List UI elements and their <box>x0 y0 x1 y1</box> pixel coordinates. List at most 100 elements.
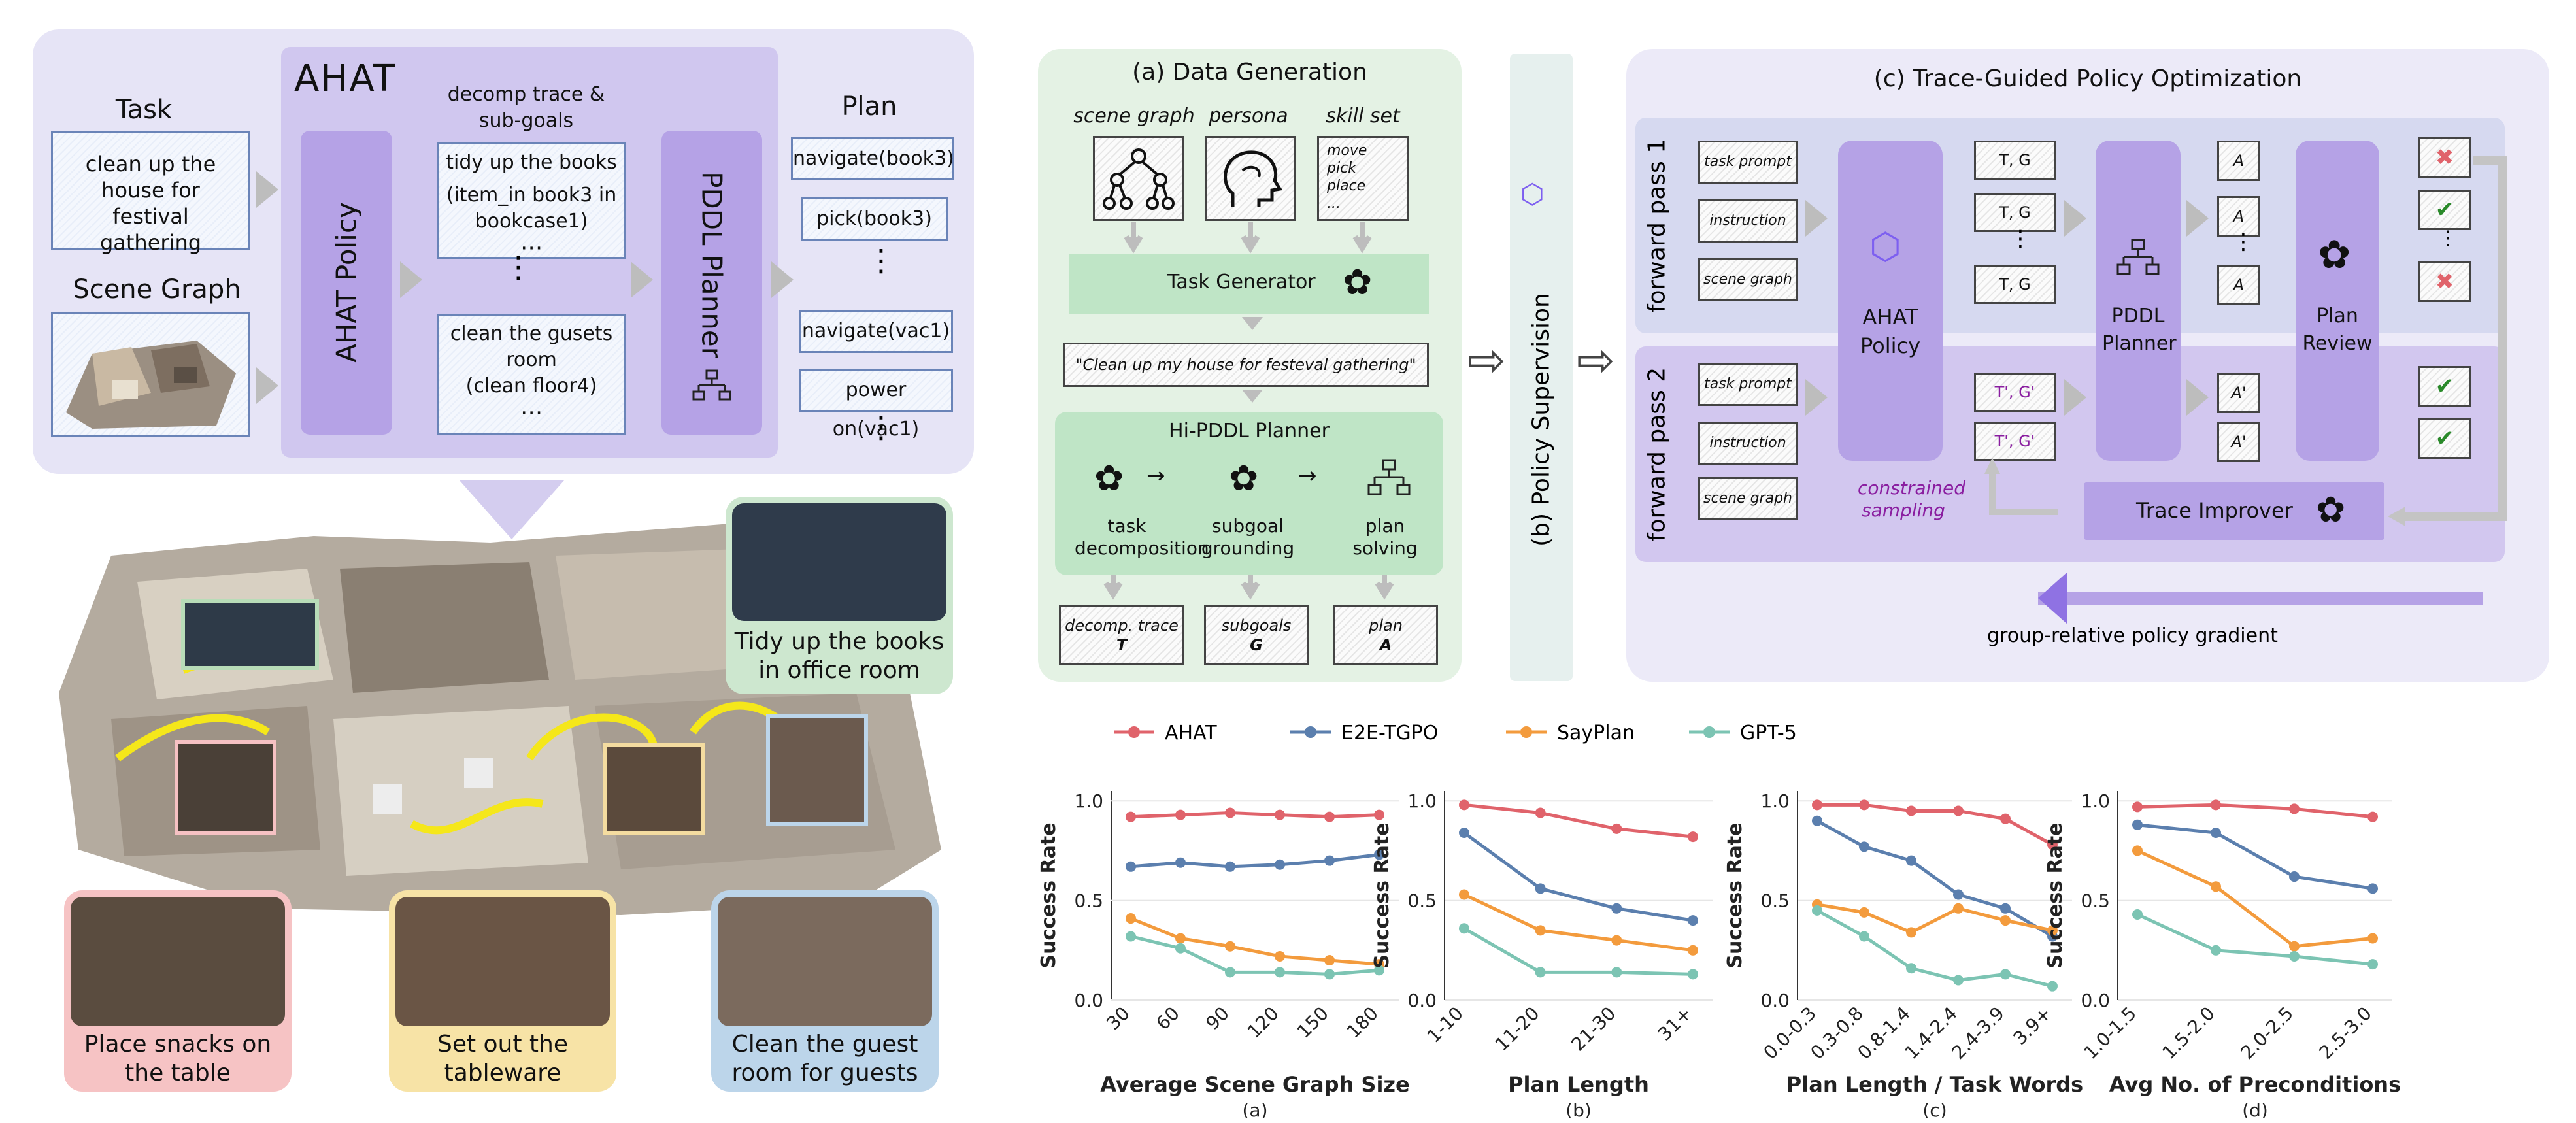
x-tick-label: 2.4-3.9 <box>1947 1003 2008 1064</box>
fp1-task-prompt: task prompt <box>1698 141 1798 184</box>
ahat-logo-icon: ⬡ <box>1869 226 1901 268</box>
x-tick-label: 2.0-2.5 <box>2236 1003 2297 1064</box>
data-point-gpt-5 <box>2047 981 2058 992</box>
step-subgoal-grounding: subgoal grounding <box>1201 515 1295 559</box>
arrow-right-icon: → <box>1298 463 1317 489</box>
data-point-ahat <box>1611 823 1622 834</box>
arrow-scene-to-policy <box>256 367 278 404</box>
skill-place: place <box>1327 178 1366 194</box>
subplot-label: (c) <box>1922 1099 1947 1118</box>
output-plan-sym: A <box>1379 636 1392 654</box>
data-point-e2e-tgpo <box>1812 815 1822 826</box>
data-point-ahat <box>1859 799 1869 811</box>
openai-icon: ✿ <box>2316 489 2346 530</box>
data-point-ahat <box>2211 799 2221 811</box>
arrow-right-icon: → <box>1146 463 1165 489</box>
data-point-gpt-5 <box>1953 975 1964 986</box>
ahat-policy-column: ⬡ AHAT Policy <box>1838 141 1943 461</box>
x-axis-label: Avg No. of Preconditions <box>2109 1072 2401 1097</box>
review-pass-2: ✔ <box>2418 366 2471 407</box>
skill-move: move <box>1327 142 1367 159</box>
vertical-ellipsis: ⋮ <box>2438 227 2458 250</box>
fp2-task-prompt: task prompt <box>1698 363 1798 406</box>
group-relative-label: group-relative policy gradient <box>1987 624 2278 647</box>
series-line-sayplan <box>2136 849 2373 948</box>
data-point-sayplan <box>1859 907 1869 918</box>
output-decomp-trace: decomp. trace T <box>1059 605 1184 665</box>
skill-pick: pick <box>1327 160 1356 176</box>
y-axis-label: Success Rate <box>1724 822 1747 968</box>
y-tick-label: 1.0 <box>1760 790 1790 812</box>
hi-pddl-planner-box: Hi-PDDL Planner ✿ → ✿ → task decompositi… <box>1055 412 1443 575</box>
y-axis-label: Success Rate <box>2044 822 2067 968</box>
down-arrow <box>460 480 564 539</box>
arrow-down-1 <box>1242 317 1263 330</box>
x-tick-label: 120 <box>1243 1003 1283 1043</box>
data-point-ahat <box>1953 805 1964 816</box>
skill-set-card: move pick place ... <box>1317 136 1409 221</box>
x-tick-label: 1.0-1.5 <box>2079 1003 2140 1064</box>
arrow-tg-to-planner-1 <box>2064 200 2086 237</box>
data-point-gpt-5 <box>2132 909 2143 920</box>
fp1-a-3: A <box>2217 265 2260 305</box>
series-line-e2e-tgpo <box>1130 853 1380 869</box>
output-plan: plan A <box>1333 605 1438 665</box>
decomp-header: decomp trace & sub-goals <box>447 83 605 132</box>
series-line-gpt-5 <box>1130 935 1380 976</box>
data-point-e2e-tgpo <box>2289 871 2300 882</box>
data-point-e2e-tgpo <box>1535 883 1546 894</box>
data-point-ahat <box>2047 839 2058 850</box>
arrow-fp1-inputs <box>1805 200 1828 237</box>
data-point-sayplan <box>1906 927 1916 938</box>
hierarchy-icon <box>1367 459 1411 495</box>
policy-supervision-panel: ⬡ (b) Policy Supervision <box>1510 54 1573 681</box>
decomp-card-1: tidy up the books (item_in book3 in book… <box>437 142 626 261</box>
step-plan-solving: plan solving <box>1352 515 1418 559</box>
fp1-scene-graph: scene graph <box>1698 258 1798 301</box>
review-pass-1: ✔ <box>2418 190 2471 230</box>
data-point-sayplan <box>1611 935 1622 946</box>
fp2-a-2: A' <box>2217 422 2260 462</box>
openai-icon: ✿ <box>1094 458 1124 499</box>
constrained-sampling: constrained sampling <box>1858 477 1966 521</box>
y-axis-label: Success Rate <box>1371 822 1394 968</box>
legend-item-ahat <box>1111 719 1157 748</box>
series-line-ahat <box>2137 803 2373 819</box>
fp1-a-2: A <box>2217 196 2260 237</box>
legend-label-ahat: AHAT <box>1165 722 1217 745</box>
data-point-gpt-5 <box>1611 967 1622 978</box>
data-point-e2e-tgpo <box>1175 857 1186 868</box>
task-note: clean up the house for festival gatherin… <box>51 131 250 255</box>
y-tick-label: 0.5 <box>2081 890 2110 912</box>
fp1-tg-1: T, G <box>1974 141 2056 180</box>
data-point-sayplan <box>1953 903 1964 914</box>
decomp-item-4: (clean floor4) <box>465 375 597 397</box>
plan-vertical-ellipsis-2: ⋮ <box>866 409 896 444</box>
data-point-ahat <box>1175 809 1186 820</box>
y-tick-label: 0.0 <box>1407 990 1437 1011</box>
ahat-policy-text: AHAT Policy <box>1860 305 1921 358</box>
data-point-e2e-tgpo <box>2211 828 2221 838</box>
pddl-planner-column: PDDL Planner <box>2096 141 2181 461</box>
data-point-e2e-tgpo <box>1611 903 1622 914</box>
fp2-tg-2: T', G' <box>1974 422 2056 461</box>
caption-snacks: Place snacks on the table <box>64 890 292 1092</box>
y-tick-label: 0.5 <box>1407 890 1437 912</box>
data-point-gpt-5 <box>2367 959 2378 970</box>
data-point-ahat <box>1906 805 1916 816</box>
data-point-ahat <box>2000 813 2011 824</box>
series-line-ahat <box>1464 803 1694 839</box>
legend-label-gpt5: GPT-5 <box>1740 722 1797 745</box>
arrow-down-2 <box>1242 390 1263 403</box>
data-point-sayplan <box>1459 889 1469 900</box>
data-point-gpt-5 <box>1688 969 1698 980</box>
data-point-e2e-tgpo <box>1859 841 1869 852</box>
head-icon <box>1224 150 1283 207</box>
data-point-gpt-5 <box>1275 967 1285 978</box>
x-tick-label: 1.5-2.0 <box>2158 1003 2218 1064</box>
data-point-ahat <box>1324 811 1335 822</box>
down-arrows-row-2 <box>1103 575 1394 600</box>
series-line-e2e-tgpo <box>1816 819 2054 938</box>
x-tick-label: 3.9+ <box>2009 1003 2056 1049</box>
data-point-gpt-5 <box>1859 931 1869 942</box>
